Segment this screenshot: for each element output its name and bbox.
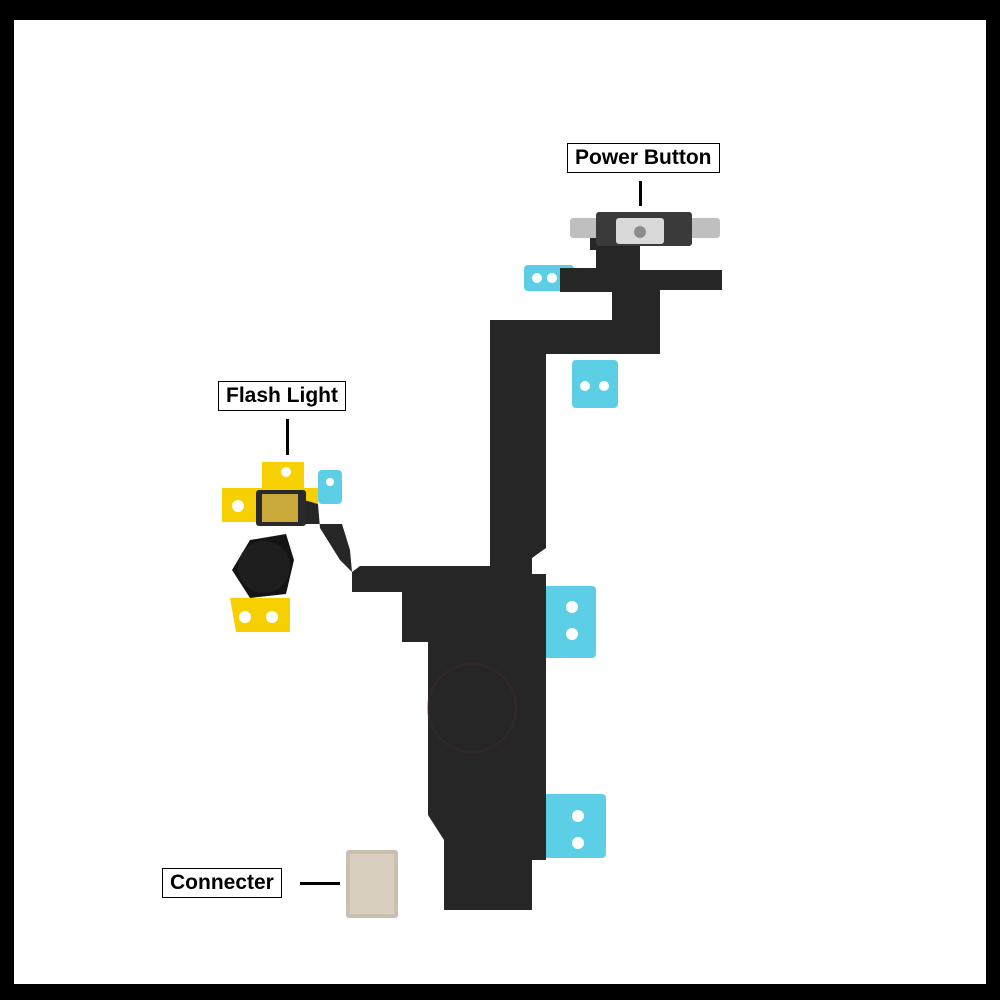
blue-stiffener-lower	[542, 794, 606, 858]
flash-light-label: Flash Light	[218, 381, 346, 411]
flash-led	[256, 490, 306, 526]
power-button-label: Power Button	[567, 143, 720, 173]
connecter-leader	[300, 882, 340, 885]
flash-microphone	[232, 534, 294, 598]
blue-stiffener-middle	[538, 586, 596, 658]
connecter-label: Connecter	[162, 868, 282, 898]
watermark-stamp	[427, 663, 517, 753]
flex-cable	[304, 232, 722, 910]
blue-stiffener-upper	[572, 360, 618, 408]
power-switch	[570, 212, 720, 246]
power-button-leader	[639, 181, 642, 206]
blue-stiffener-flash	[318, 470, 342, 504]
flash-light-leader	[286, 419, 289, 455]
connector-plate	[346, 850, 398, 918]
yellow-stiffener-bottom	[230, 598, 290, 632]
